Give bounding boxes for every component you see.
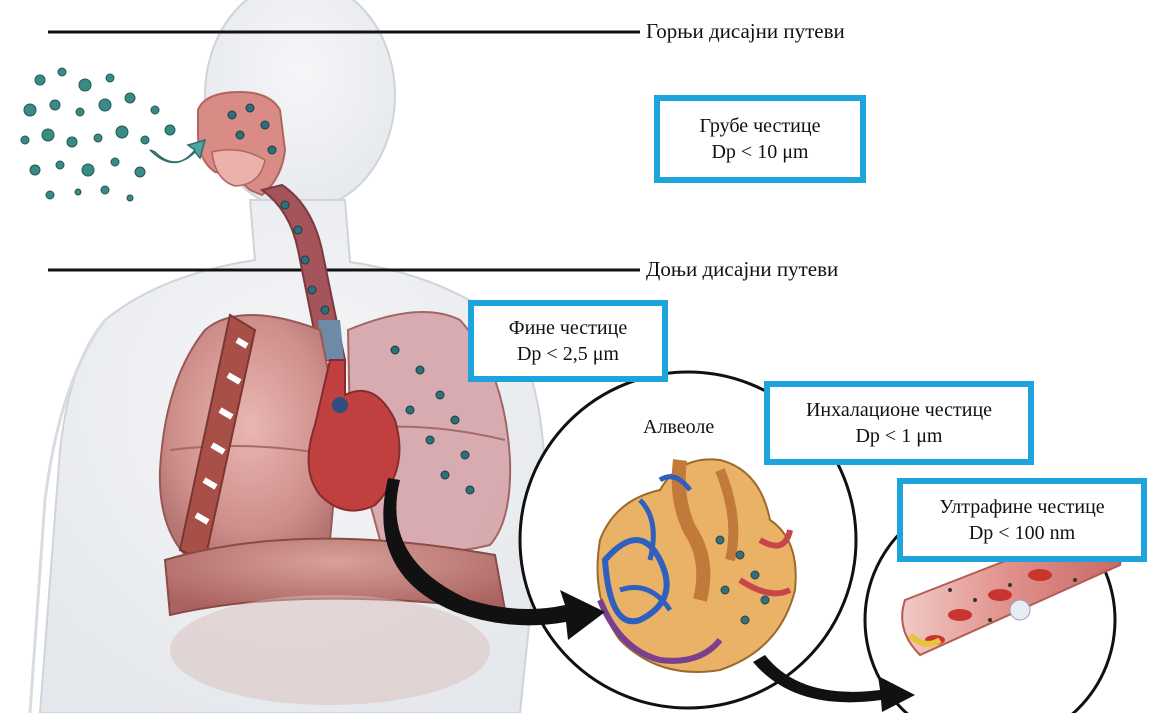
- inhalable-particles-box: Инхалационе честице Dp < 1 μm: [764, 381, 1034, 465]
- lower-airways-label: Доњи дисајни путеви: [646, 259, 838, 280]
- ultrafine-particles-box: Ултрафине честице Dp < 100 nm: [897, 478, 1147, 562]
- nasal-cavity: [198, 92, 285, 195]
- coarse-particles-name: Грубе честице: [700, 113, 821, 139]
- coarse-particles-size: Dp < 10 μm: [711, 139, 808, 165]
- ultrafine-particles-name: Ултрафине честице: [939, 494, 1104, 520]
- inhalation-arrow: [150, 140, 205, 163]
- fine-particles-box: Фине честице Dp < 2,5 μm: [468, 300, 668, 382]
- fine-particles-name: Фине честице: [509, 315, 627, 341]
- upper-airways-label: Горњи дисајни путеви: [646, 21, 845, 42]
- alveoli-label: Алвеоле: [643, 416, 714, 439]
- inhalable-particles-size: Dp < 1 μm: [855, 423, 942, 449]
- ultrafine-particles-size: Dp < 100 nm: [969, 520, 1075, 546]
- particle-cloud: [21, 68, 175, 201]
- inhalable-particles-name: Инхалационе честице: [806, 397, 992, 423]
- abdomen-shade: [170, 595, 490, 705]
- fine-particles-size: Dp < 2,5 μm: [517, 341, 619, 367]
- coarse-particles-box: Грубе честице Dp < 10 μm: [654, 95, 866, 183]
